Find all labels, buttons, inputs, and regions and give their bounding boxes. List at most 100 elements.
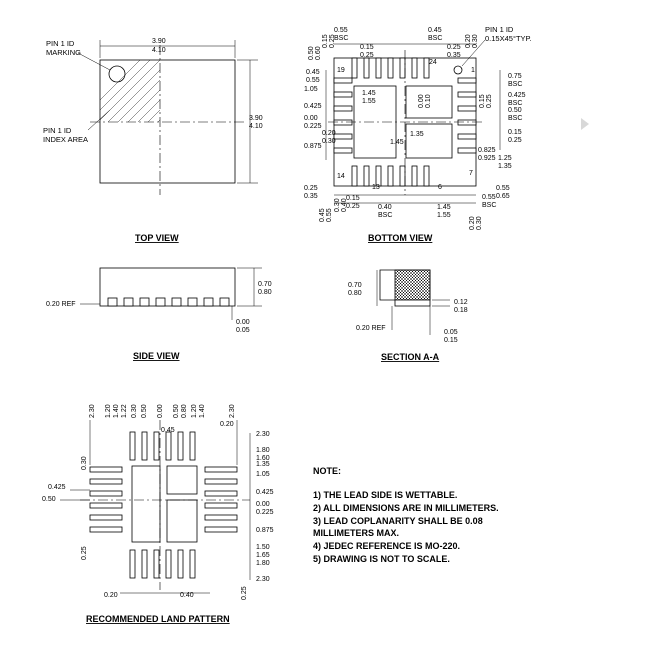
bv-dim-u2: BSC	[378, 212, 392, 219]
bv-dim-aa1: 0.15	[322, 34, 329, 48]
bv-dim-g1: 0.50	[508, 107, 522, 114]
lp-top-dim-3: 1.40	[113, 404, 120, 418]
bv-dim-b2: BSC	[428, 35, 442, 42]
pin1-area-label-1: PIN 1 ID	[43, 126, 72, 135]
side-view-title: SIDE VIEW	[133, 351, 180, 361]
bv-dim-d2: 0.35	[447, 52, 461, 59]
section-aa-title: SECTION A-A	[381, 352, 440, 362]
lp-top-dim-5: 0.30	[131, 404, 138, 418]
lp-bottom-dim-3: 0.25	[241, 586, 248, 600]
side-view-body	[99, 267, 236, 307]
bv-dim-v1: 1.45	[437, 204, 451, 211]
top-view-title: TOP VIEW	[135, 233, 179, 243]
bv-dim-ae2: 0.40	[341, 198, 348, 212]
lp-mid-dim-1: 0.45	[161, 427, 175, 434]
top-height-dim-1: 3.90	[249, 115, 263, 122]
bv-dim-o2: 1.55	[362, 98, 376, 105]
bv-dim-x1: 0.55	[482, 194, 496, 201]
land-pattern: 2.30 1.20 1.40 1.22 0.30 0.50 0.00 0.50 …	[42, 404, 274, 624]
lp-top-dim-2: 1.20	[105, 404, 112, 418]
bv-dim-d1: 0.25	[447, 44, 461, 51]
bv-dim-g2: BSC	[508, 115, 522, 122]
lp-right-dim-10: 1.50	[256, 544, 270, 551]
pin1-marking-label-2: MARKING	[46, 48, 81, 57]
bv-dim-af2: 0.60	[315, 46, 322, 60]
bv-dim-p2: 1.45	[390, 139, 404, 146]
bv-dim-z2: 0.30	[476, 216, 483, 230]
side-height-dim-2: 0.80	[258, 289, 272, 296]
side-view: 0.70 0.80 0.20 REF 0.00 0.05 SIDE VIEW	[46, 267, 272, 361]
section-lead-dim-1: 0.12	[454, 299, 468, 306]
section-lead	[394, 269, 431, 301]
lp-right-dim-11: 1.65	[256, 552, 270, 559]
section-standoff-dim-1: 0.05	[444, 329, 458, 336]
side-height-dim-1: 0.70	[258, 281, 272, 288]
bv-dim-a2: BSC	[334, 35, 348, 42]
bv-dim-m1: 0.20	[322, 130, 336, 137]
lp-right-dim-6: 0.425	[256, 489, 274, 496]
bv-dim-i2: 0.55	[306, 77, 320, 84]
pin-6-label: 6	[438, 184, 442, 191]
bv-dim-z1: 0.20	[469, 216, 476, 230]
bv-dim-ae1: 0.30	[334, 198, 341, 212]
bv-pin1-note-2: 0.15X45°TYP.	[485, 34, 532, 43]
note-item-3: 3) LEAD COPLANARITY SHALL BE 0.08	[313, 516, 483, 526]
bv-dim-h2: 0.25	[508, 137, 522, 144]
bv-dim-j: 1.05	[304, 86, 318, 93]
play-triangle-icon[interactable]	[581, 118, 589, 130]
bv-dim-t2: 0.25	[346, 203, 360, 210]
bv-dim-l2: 0.225	[304, 123, 322, 130]
bv-dim-r2: 1.35	[498, 163, 512, 170]
lp-right-dim-9: 0.875	[256, 527, 274, 534]
bv-dim-af1: 0.50	[308, 46, 315, 60]
bv-dim-n: 0.875	[304, 143, 322, 150]
bv-dim-ab2: 0.30	[472, 34, 479, 48]
top-view: 3.90 4.10 3.90 4.10 PIN 1 ID MARKING PIN…	[43, 38, 263, 243]
bv-dim-c2: 0.25	[360, 52, 374, 59]
lp-left-dim-3: 0.50	[42, 496, 56, 503]
top-view-body	[99, 59, 236, 184]
side-standoff-dim-2: 0.05	[236, 327, 250, 334]
bv-dim-m2: 0.30	[322, 138, 336, 145]
lp-top-dim-6: 0.50	[141, 404, 148, 418]
bv-dim-y1: 0.45	[319, 208, 326, 222]
pin-19-label: 19	[337, 67, 345, 74]
bv-dim-w2: 0.65	[496, 193, 510, 200]
land-pattern-title: RECOMMENDED LAND PATTERN	[86, 614, 230, 624]
note-item-1: 1) THE LEAD SIDE IS WETTABLE.	[313, 490, 457, 500]
bv-dim-e1: 0.75	[508, 73, 522, 80]
bv-dim-a1: 0.55	[334, 27, 348, 34]
top-height-dim-2: 4.10	[249, 123, 263, 130]
pin1-marking-label-1: PIN 1 ID	[46, 39, 75, 48]
bv-dim-t1: 0.15	[346, 195, 360, 202]
lp-right-dim-8: 0.225	[256, 509, 274, 516]
pin-13-label: 13	[372, 184, 380, 191]
side-ref-label: 0.20 REF	[46, 301, 76, 308]
bv-dim-ac2: 0.10	[425, 94, 432, 108]
bv-dim-b1: 0.45	[428, 27, 442, 34]
pin1-area-label-2: INDEX AREA	[43, 135, 88, 144]
note-item-4: MILLIMETERS MAX.	[313, 528, 399, 538]
bv-dim-p1: 1.35	[410, 131, 424, 138]
top-width-dim-2: 4.10	[152, 47, 166, 54]
section-lead-dim-2: 0.18	[454, 307, 468, 314]
lp-right-dim-4: 1.35	[256, 461, 270, 468]
side-standoff-dim-1: 0.00	[236, 319, 250, 326]
note-item-6: 5) DRAWING IS NOT TO SCALE.	[313, 554, 450, 564]
bottom-view: 19 24 1 14 13 7 6 PIN 1 ID 0.15X45°TYP. …	[304, 25, 532, 243]
bv-dim-k: 0.425	[304, 103, 322, 110]
lp-top-dim-4: 1.22	[121, 404, 128, 418]
notes-heading: NOTE:	[313, 466, 341, 476]
bv-dim-h1: 0.15	[508, 129, 522, 136]
bv-dim-q1: 0.825	[478, 147, 496, 154]
bv-dim-v2: 1.55	[437, 212, 451, 219]
section-height-dim-1: 0.70	[348, 282, 362, 289]
lp-left-dim-2: 0.425	[48, 484, 66, 491]
lp-top-dim-9: 0.80	[181, 404, 188, 418]
note-item-5: 4) JEDEC REFERENCE IS MO-220.	[313, 541, 460, 551]
bv-dim-u1: 0.40	[378, 204, 392, 211]
bottom-view-title: BOTTOM VIEW	[368, 233, 433, 243]
pin1-marking-circle	[108, 65, 126, 83]
lp-right-dim-3: 1.60	[256, 455, 270, 462]
